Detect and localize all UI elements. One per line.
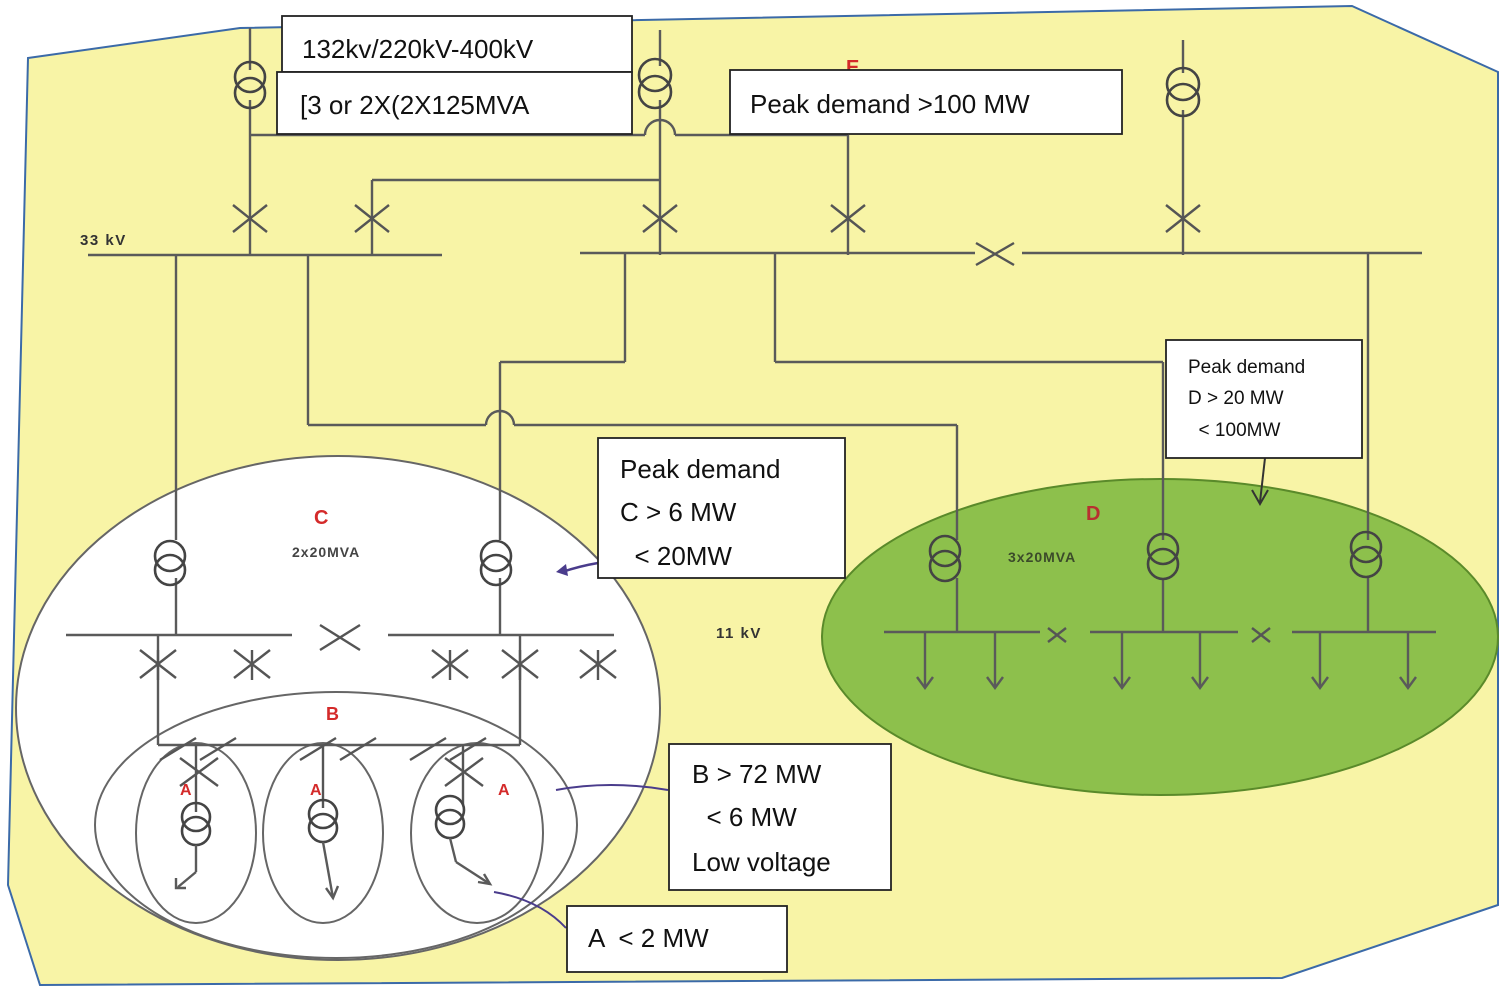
transformer-hv-1	[233, 60, 267, 110]
transformer-hv-2	[637, 57, 673, 110]
zone-b-demand-box: B > 72 MW < 6 MW Low voltage	[668, 743, 892, 891]
transformer-zone-c-2	[479, 539, 513, 587]
transformer-zone-c-1	[153, 539, 187, 587]
mv-feeders	[174, 253, 1370, 540]
zone-d-switchgear	[884, 578, 1436, 634]
zone-d-demand-line-1: Peak demand	[1188, 357, 1305, 378]
zone-e-demand-box: Peak demand >100 MW	[729, 69, 1123, 135]
breakers-33kv	[232, 204, 1201, 267]
transformer-hv-3	[1165, 66, 1201, 118]
zone-d-demand-line-3: < 100MW	[1188, 420, 1280, 441]
zone-c-demand-line-3: < 20MW	[620, 541, 732, 571]
zone-c-capacity: 2x20MVA	[292, 544, 360, 560]
bus-11kv-label: 11 kV	[716, 625, 762, 642]
zone-a-region-1	[135, 742, 257, 924]
zone-c-letter: C	[314, 507, 328, 529]
zone-b-demand-line-1: B > 72 MW	[692, 759, 822, 789]
zone-d-demand-line-2: D > 20 MW	[1188, 388, 1284, 409]
zone-d-demand-box: Peak demand D > 20 MW < 100MW	[1165, 339, 1363, 459]
callout-pointers	[493, 457, 1269, 929]
zone-b-letter: B	[326, 704, 339, 724]
zone-b-demand-line-2: < 6 MW	[692, 802, 797, 832]
transformer-zone-a-3	[434, 794, 493, 886]
zone-e-demand-text: Peak demand >100 MW	[750, 89, 1030, 119]
transformer-count-text: [3 or 2X(2X125MVA	[300, 90, 530, 120]
zone-a-letter-2: A	[310, 782, 322, 799]
zone-c-demand-box: Peak demand C > 6 MW < 20MW	[597, 437, 846, 579]
transformer-zone-d-1	[928, 534, 962, 583]
transformer-count-box: [3 or 2X(2X125MVA	[276, 71, 633, 135]
zone-a-demand-box: A < 2 MW	[566, 905, 788, 973]
zone-d-capacity: 3x20MVA	[1008, 549, 1076, 565]
zone-a-letter-1: A	[180, 782, 192, 799]
zone-a-region-2	[262, 742, 384, 924]
transformer-zone-d-3	[1349, 530, 1383, 579]
bus-33kv-label: 33 kV	[80, 232, 127, 249]
breakers-zone-c	[139, 623, 617, 680]
zone-a-letter-3: A	[498, 782, 510, 799]
transformer-rating-text: 132kv/220kV-400kV	[302, 34, 534, 64]
zone-d-region	[821, 478, 1499, 796]
zone-d-loads	[916, 632, 1417, 691]
transformer-zone-a-1	[174, 801, 212, 890]
zone-c-demand-line-1: Peak demand	[620, 454, 780, 484]
zone-b-demand-line-3: Low voltage	[692, 847, 831, 877]
zone-d-letter: D	[1086, 503, 1100, 525]
transformer-zone-d-2	[1146, 532, 1180, 581]
zone-a-demand-text: A < 2 MW	[588, 923, 709, 953]
zone-c-demand-line-2: C > 6 MW	[620, 497, 737, 527]
transformer-rating-box: 132kv/220kV-400kV	[281, 15, 633, 73]
zone-b-lv-feeders	[159, 736, 487, 812]
breakers-zone-d	[1047, 627, 1271, 643]
transformer-zone-a-2	[307, 798, 340, 901]
